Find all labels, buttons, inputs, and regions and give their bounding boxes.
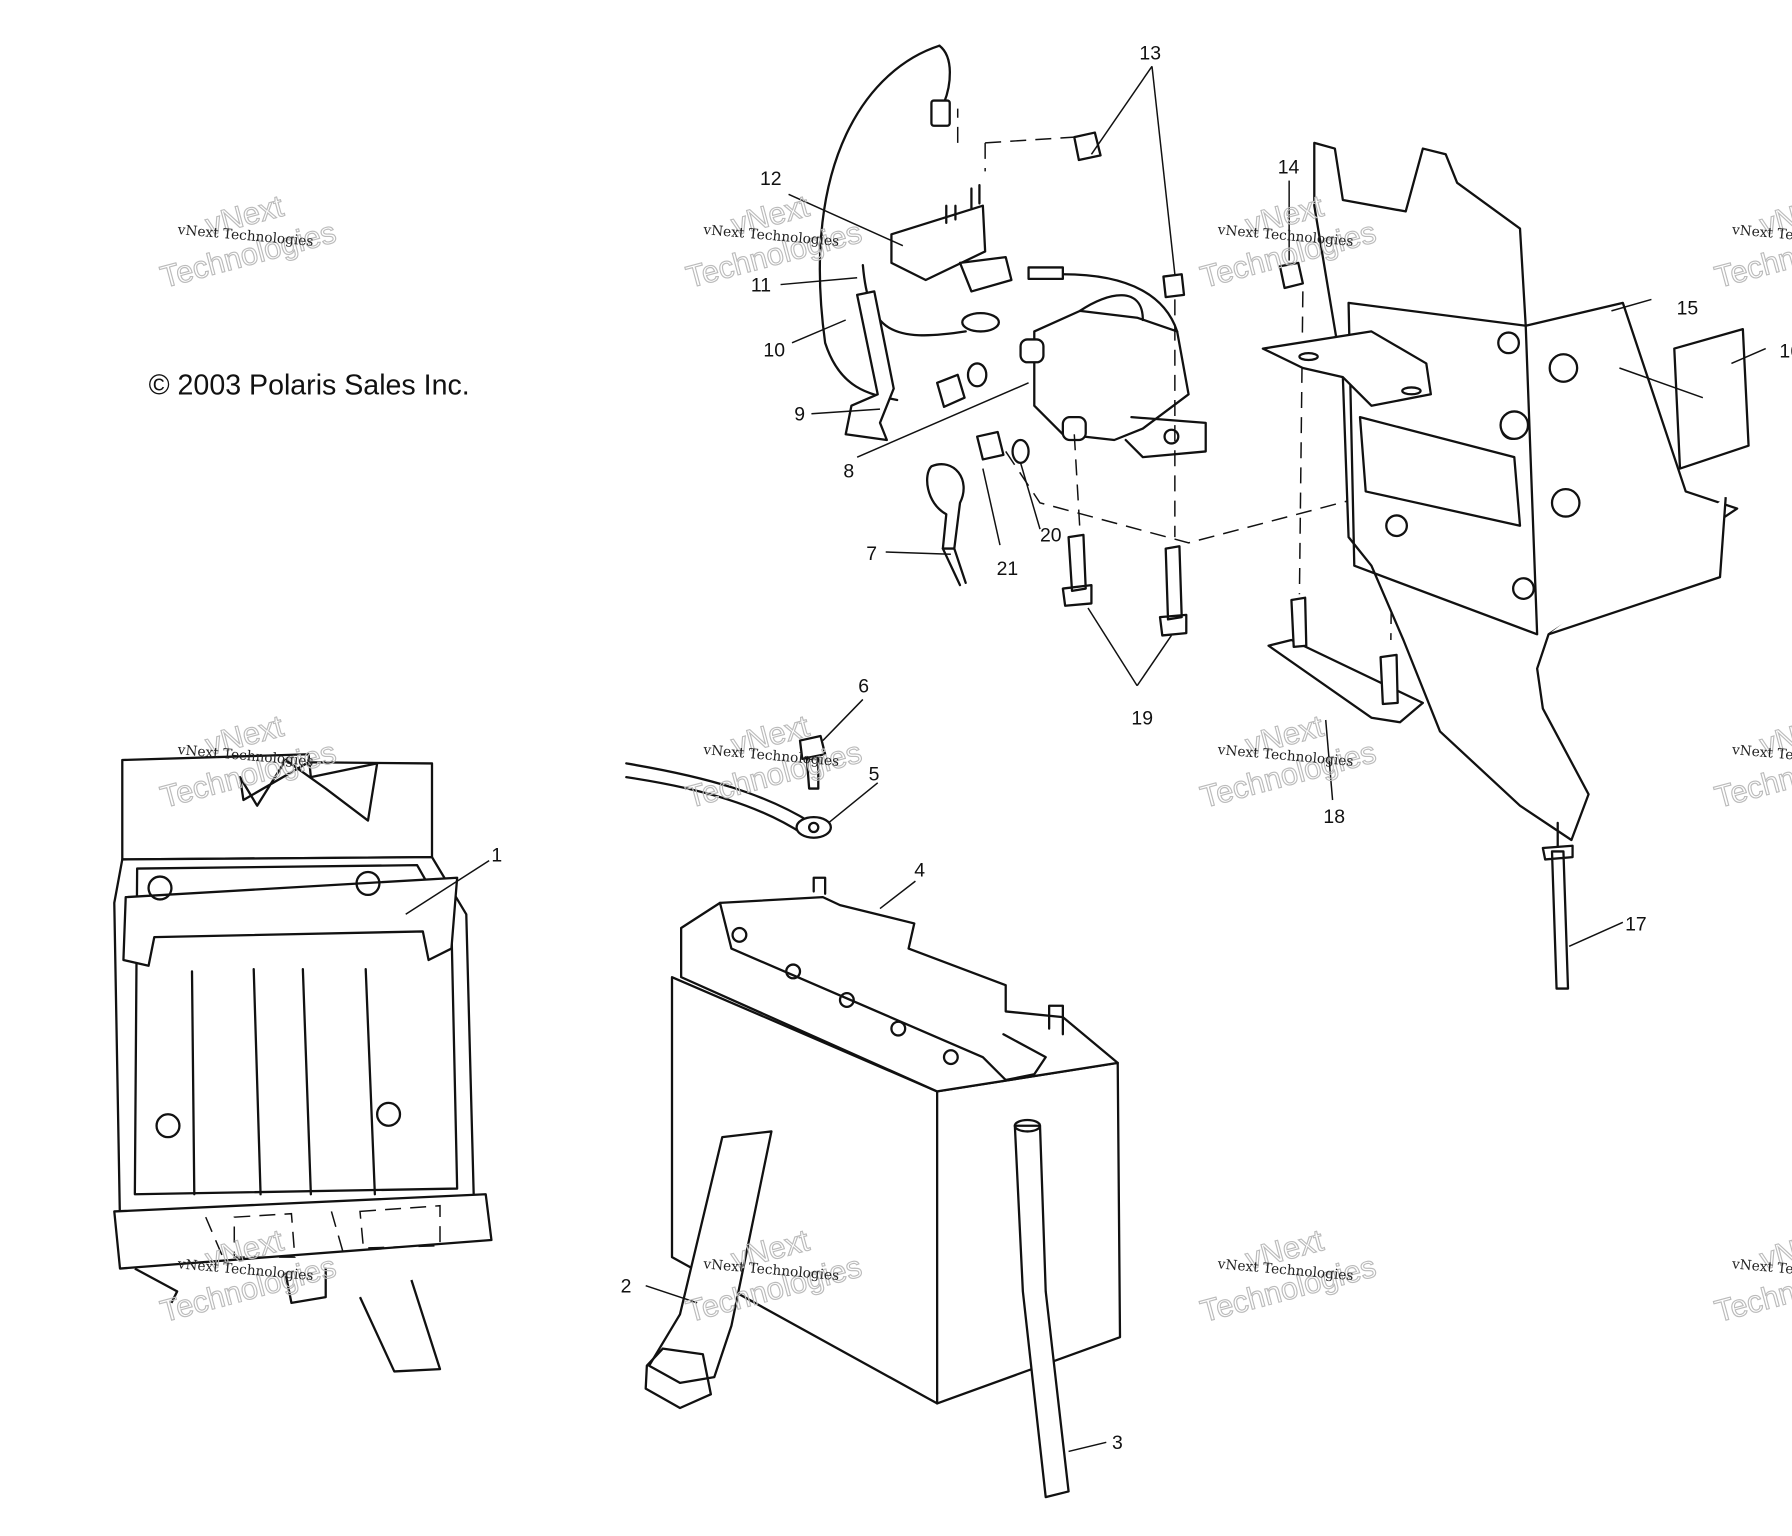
callout-5: 5 — [869, 764, 880, 786]
callout-12: 12 — [760, 168, 782, 190]
callout-4: 4 — [914, 860, 925, 882]
watermark: vNext Technologies vNext Technologies — [682, 707, 866, 815]
rivet — [1541, 844, 1574, 990]
bolt — [798, 734, 827, 790]
battery-box — [113, 753, 493, 1373]
callout-leaders — [405, 65, 1767, 1453]
mounting-bracket — [1261, 141, 1750, 842]
solenoid — [1033, 309, 1190, 442]
callout-16: 16 — [1779, 341, 1792, 363]
callout-21: 21 — [997, 558, 1019, 580]
terminal-boot — [844, 290, 895, 442]
callout-1: 1 — [491, 845, 502, 867]
callout-2: 2 — [621, 1276, 632, 1298]
copyright-notice: © 2003 Polaris Sales Inc. — [149, 369, 470, 401]
watermark: vNext Technologies vNext Technologies — [1196, 707, 1380, 815]
callout-3: 3 — [1112, 1432, 1123, 1454]
watermark: vNext Technologies vNext Technologies — [1710, 187, 1792, 295]
callout-8: 8 — [843, 461, 854, 483]
callout-20: 20 — [1040, 525, 1062, 547]
callout-7: 7 — [866, 543, 877, 565]
callout-17: 17 — [1625, 913, 1647, 935]
callout-14: 14 — [1278, 157, 1300, 179]
battery-strap — [648, 1130, 773, 1384]
callout-19: 19 — [1131, 708, 1153, 730]
callout-10: 10 — [763, 340, 785, 362]
callout-11: 11 — [751, 274, 771, 296]
watermark: vNext Technologies vNext Technologies — [156, 187, 340, 295]
callout-9: 9 — [794, 404, 805, 426]
callout-18: 18 — [1323, 806, 1345, 828]
battery — [670, 876, 1122, 1405]
watermark: vNext Technologies vNext Technologies — [1710, 1222, 1792, 1330]
callout-6: 6 — [858, 676, 869, 698]
pad — [1267, 638, 1424, 724]
watermark: vNext Technologies vNext Technologies — [1196, 1222, 1380, 1330]
decal — [1673, 327, 1750, 470]
callout-15: 15 — [1677, 297, 1699, 319]
relay — [890, 204, 987, 282]
callout-13: 13 — [1139, 42, 1161, 64]
watermark: vNext Technologies vNext Technologies — [1710, 707, 1792, 815]
wire — [818, 44, 941, 402]
